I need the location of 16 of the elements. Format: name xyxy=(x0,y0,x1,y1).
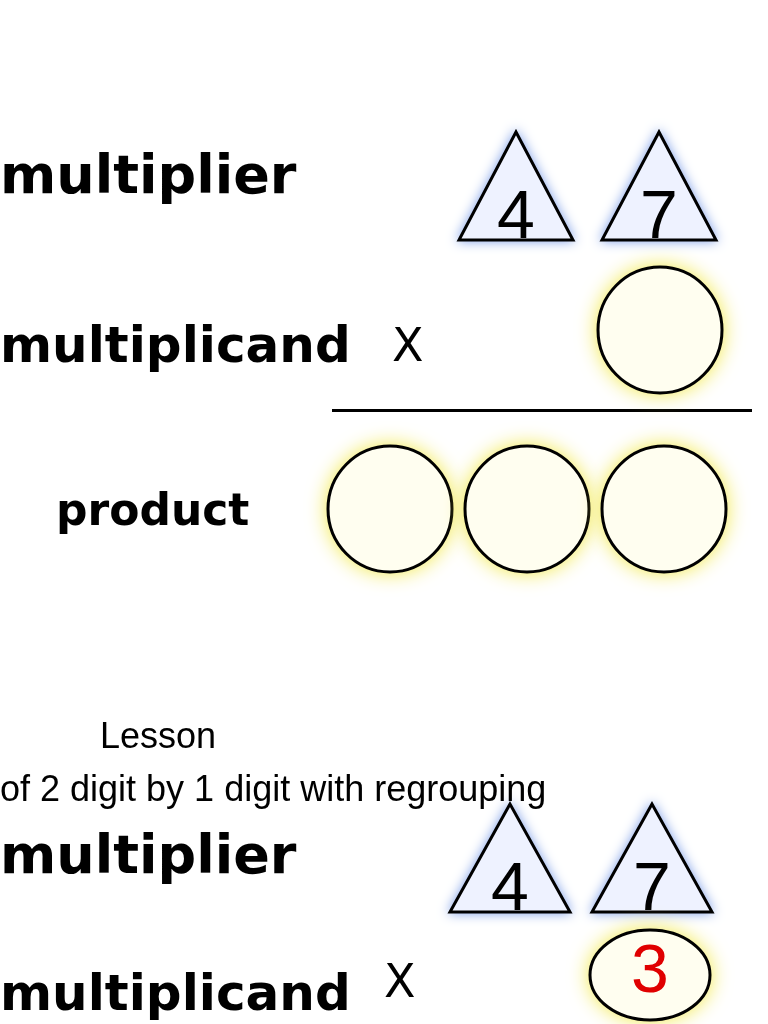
digit-triangle: 4 xyxy=(455,128,577,244)
times-sign: X xyxy=(392,322,424,368)
times-sign: X xyxy=(384,958,416,1004)
term-label: multiplier xyxy=(0,828,297,882)
empty-circle xyxy=(596,265,724,395)
empty-circle xyxy=(463,444,591,574)
term-label: product xyxy=(56,488,250,532)
digit-triangle: 7 xyxy=(598,128,720,244)
digit-circle: 3 xyxy=(588,928,712,1022)
empty-circle xyxy=(600,444,728,574)
term-label: multiplicand xyxy=(0,968,351,1018)
lesson-title: Lesson xyxy=(100,718,217,754)
digit-triangle: 7 xyxy=(588,800,716,916)
term-label: multiplier xyxy=(0,148,297,202)
term-label: multiplicand xyxy=(0,320,351,370)
empty-circle xyxy=(326,444,454,574)
